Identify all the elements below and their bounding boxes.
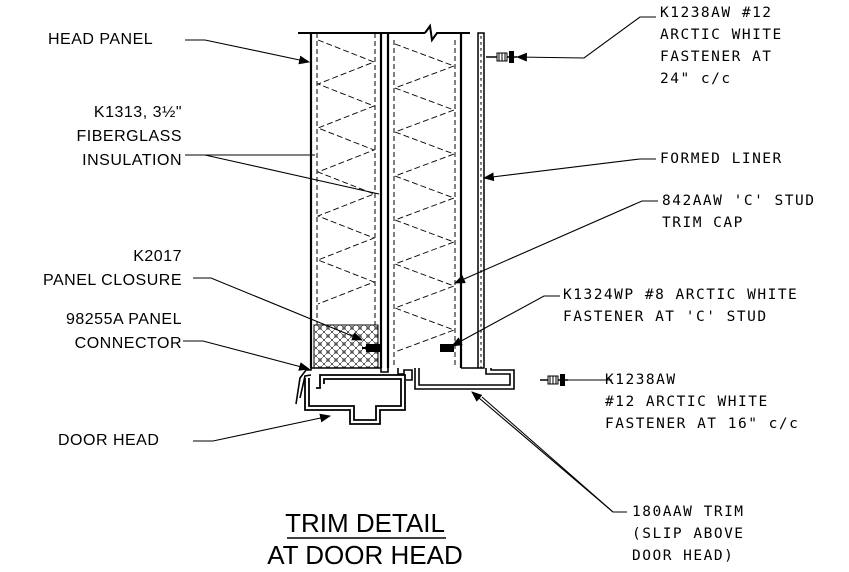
- label-insulation-line3: INSULATION: [82, 152, 182, 169]
- break-line: [298, 23, 470, 43]
- label-trim-line3: DOOR HEAD): [632, 548, 735, 564]
- label-trim-line1: 180AAW TRIM: [632, 504, 745, 520]
- label-fastener-stud: K1324WP #8 ARCTIC WHITE FASTENER AT 'C' …: [563, 286, 798, 326]
- fastener-bottom: [540, 374, 568, 386]
- title-line2: AT DOOR HEAD: [267, 540, 463, 570]
- label-head-panel: HEAD PANEL: [48, 31, 154, 48]
- label-formed-liner: FORMED LINER: [660, 151, 783, 167]
- label-fastener-top: K1238AW #12 ARCTIC WHITE FASTENER AT 24"…: [660, 4, 783, 88]
- label-stud-cap: 842AAW 'C' STUD TRIM CAP: [662, 192, 815, 232]
- label-connector-line2: CONNECTOR: [74, 335, 182, 352]
- leader-lines: [183, 16, 658, 513]
- label-fastener-bottom-line1: K1238AW: [605, 372, 677, 388]
- label-stud-cap-line1: 842AAW 'C' STUD: [662, 193, 816, 209]
- label-fastener-top-line2: ARCTIC WHITE: [660, 27, 783, 43]
- label-insulation: K1313, 3½" FIBERGLASS INSULATION: [30, 104, 182, 170]
- title-line1: TRIM DETAIL: [285, 508, 445, 538]
- fastener-top: [486, 51, 517, 63]
- label-fastener-top-line4: 24" c/c: [660, 71, 732, 87]
- door-head: [304, 374, 406, 425]
- label-fastener-bottom-line2: #12 ARCTIC WHITE: [605, 394, 769, 410]
- right-panel: [386, 33, 463, 368]
- label-panel-connector: 98255A PANEL CONNECTOR: [10, 311, 182, 353]
- trim-180aaw: [397, 367, 515, 390]
- label-fastener-top-line3: FASTENER AT: [660, 49, 773, 65]
- left-panel: [309, 33, 383, 368]
- label-fastener-bottom: K1238AW #12 ARCTIC WHITE FASTENER AT 16"…: [605, 371, 843, 433]
- formed-liner: [477, 32, 485, 369]
- label-fastener-stud-line1: K1324WP #8 ARCTIC WHITE: [563, 287, 799, 303]
- label-door-head: DOOR HEAD: [58, 432, 160, 449]
- label-closure-line1: K2017: [133, 248, 182, 265]
- label-panel-closure: K2017 PANEL CLOSURE: [10, 248, 182, 290]
- label-fastener-bottom-line3: FASTENER AT 16" c/c: [605, 416, 800, 432]
- label-connector-line1: 98255A PANEL: [65, 311, 182, 328]
- label-insulation-line1: K1313, 3½": [93, 104, 182, 121]
- fastener-stud: [362, 344, 454, 352]
- label-closure-line2: PANEL CLOSURE: [43, 272, 182, 289]
- label-stud-cap-line2: TRIM CAP: [662, 215, 744, 231]
- label-fastener-top-line1: K1238AW #12: [660, 5, 773, 21]
- label-trim: 180AAW TRIM (SLIP ABOVE DOOR HEAD): [632, 503, 745, 565]
- label-insulation-line2: FIBERGLASS: [76, 128, 182, 145]
- label-fastener-stud-line2: FASTENER AT 'C' STUD: [563, 309, 768, 325]
- label-trim-line2: (SLIP ABOVE: [632, 526, 745, 542]
